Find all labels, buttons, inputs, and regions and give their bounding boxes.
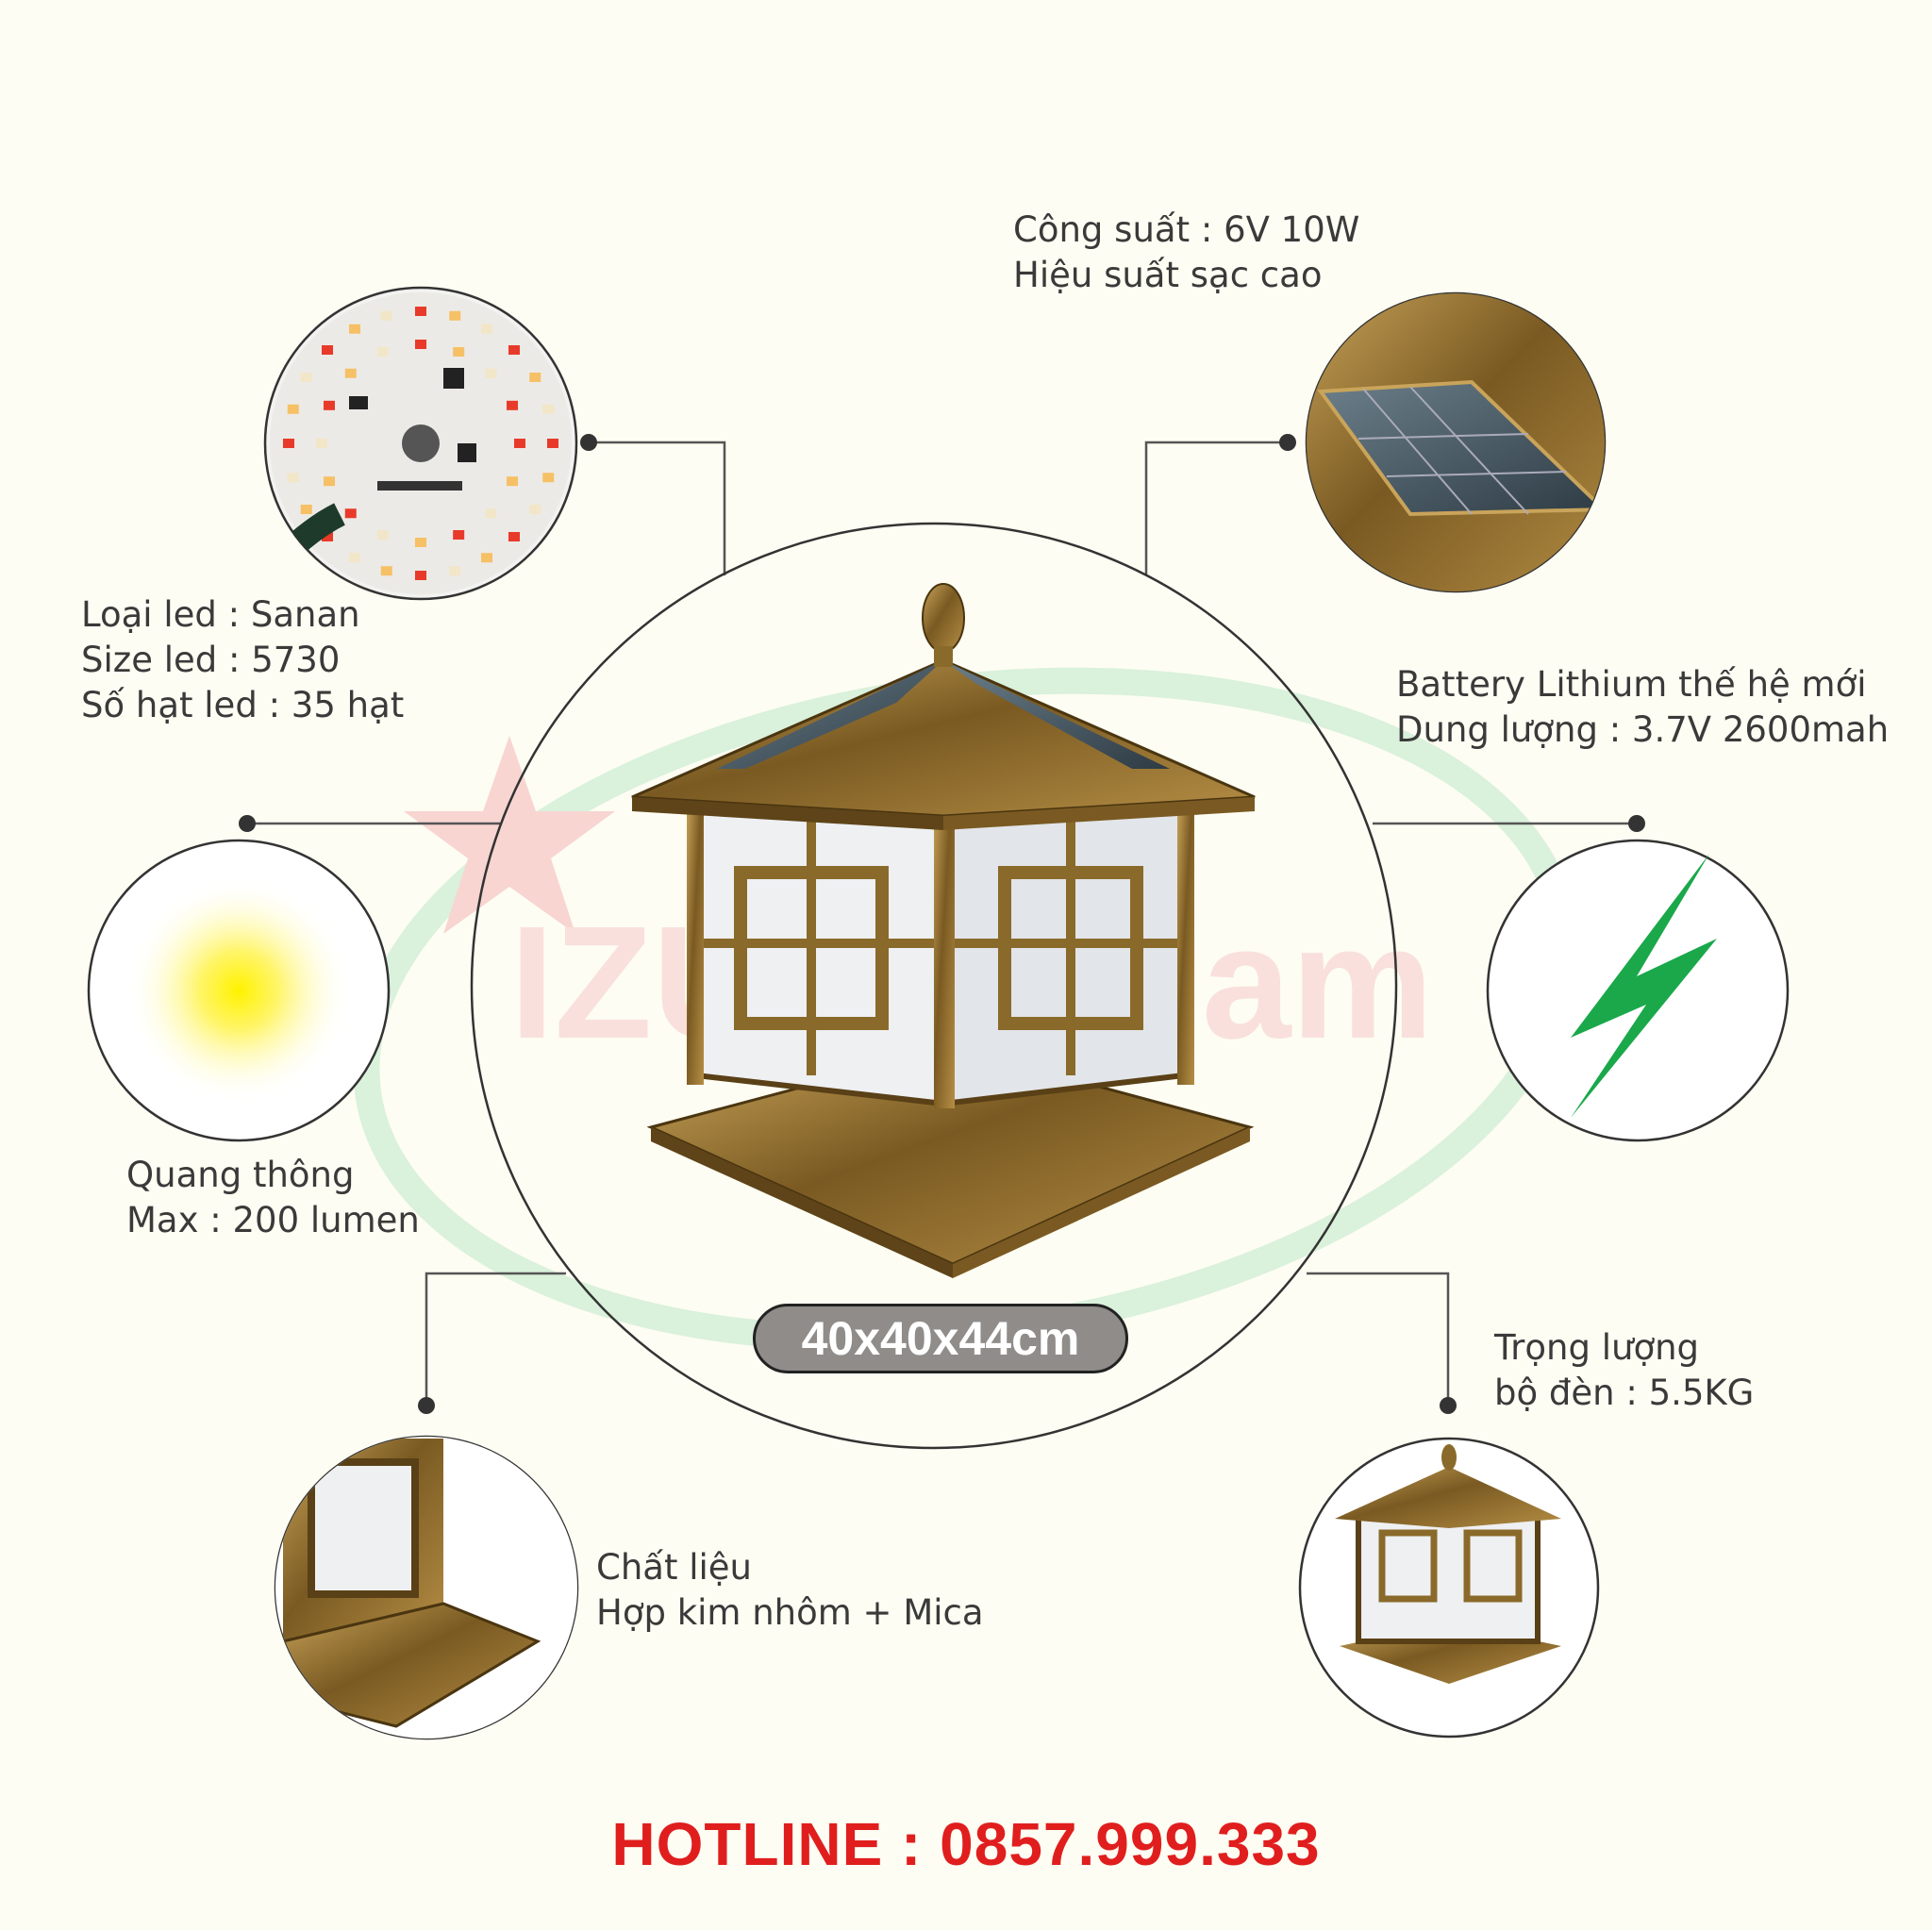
spec-lumen-line2: Max : 200 lumen — [126, 1200, 420, 1240]
led-chip — [322, 345, 334, 356]
led-chip — [300, 505, 312, 514]
led-chip — [287, 473, 299, 483]
led-chip — [380, 310, 392, 321]
led-chip — [453, 346, 465, 357]
led-chip — [415, 538, 426, 547]
led-board-circle — [263, 286, 578, 601]
led-chip — [508, 345, 520, 356]
led-chip — [344, 368, 357, 378]
led-chip — [481, 324, 492, 334]
led-chip — [344, 508, 357, 519]
spec-led-line1: Loại led : Sanan — [81, 594, 360, 635]
led-chip — [514, 439, 525, 448]
led-chip — [453, 530, 465, 541]
led-chip — [529, 505, 541, 514]
led-chip — [481, 553, 492, 563]
main-product-circle — [470, 522, 1398, 1450]
spec-material-line1: Chất liệu — [596, 1547, 753, 1588]
solar-lamp-main — [631, 583, 1256, 1278]
led-chip — [316, 439, 327, 448]
led-chip — [507, 476, 519, 487]
led-chip — [376, 346, 389, 357]
led-chip — [380, 566, 392, 576]
led-chip — [287, 404, 299, 414]
spec-battery-line2: Dung lượng : 3.7V 2600mah — [1396, 709, 1890, 750]
spec-battery-line1: Battery Lithium thế hệ mới — [1396, 664, 1867, 705]
led-chip — [507, 400, 519, 410]
spec-power-line1: Công suất : 6V 10W — [1013, 209, 1360, 250]
led-chip — [542, 473, 555, 483]
led-chip — [323, 476, 335, 487]
spec-power: Công suất : 6V 10W Hiệu suất sạc cao — [1013, 208, 1359, 298]
lamp-small-icon — [1335, 1444, 1561, 1684]
led-chip — [547, 439, 558, 448]
solar-panel-circle — [1305, 291, 1607, 593]
led-chip — [349, 553, 360, 563]
led-chip — [508, 531, 520, 541]
spec-led-line2: Size led : 5730 — [81, 640, 341, 680]
lamp-base-detail-icon — [275, 1437, 577, 1739]
led-chip — [449, 310, 461, 321]
led-chip — [283, 439, 294, 448]
led-circuit-board-icon — [270, 292, 572, 594]
spec-lumen-line1: Quang thông — [126, 1155, 355, 1195]
spec-weight-line2: bộ đèn : 5.5KG — [1494, 1373, 1755, 1413]
led-chip — [415, 340, 426, 349]
hotline-text[interactable]: HOTLINE : 0857.999.333 — [611, 1810, 1321, 1878]
connector-dots — [239, 434, 1645, 1414]
spec-material: Chất liệu Hợp kim nhôm + Mica — [596, 1545, 984, 1636]
led-chip — [323, 400, 335, 410]
spec-weight-line1: Trọng lượng — [1494, 1327, 1700, 1368]
led-chip — [376, 530, 389, 541]
led-chip — [449, 566, 461, 576]
led-chip — [415, 307, 426, 316]
spec-battery: Battery Lithium thế hệ mới Dung lượng : … — [1396, 662, 1889, 753]
spec-power-line2: Hiệu suất sạc cao — [1013, 255, 1323, 295]
small-lamp-circle — [1298, 1437, 1600, 1739]
led-chip — [485, 368, 497, 378]
spec-led: Loại led : Sanan Size led : 5730 Số hạt … — [81, 592, 404, 728]
spec-material-line2: Hợp kim nhôm + Mica — [596, 1592, 984, 1633]
lightning-bolt-icon — [1571, 854, 1717, 1118]
led-chip — [415, 571, 426, 580]
light-glow-icon — [125, 877, 352, 1104]
led-chip — [349, 324, 360, 334]
led-chip — [300, 373, 312, 382]
base-detail-circle — [274, 1435, 579, 1740]
spec-led-line3: Số hạt led : 35 hạt — [81, 685, 405, 725]
led-chip — [485, 508, 497, 519]
lightning-circle — [1486, 839, 1790, 1142]
led-chip — [542, 404, 555, 414]
led-chip — [322, 531, 334, 541]
connector-lines — [247, 441, 1637, 1406]
led-chip — [529, 373, 541, 382]
light-glow-circle — [87, 839, 391, 1142]
solar-panel-icon — [1307, 293, 1605, 591]
dimension-badge: 40x40x44cm — [753, 1304, 1128, 1373]
spec-weight: Trọng lượng bộ đèn : 5.5KG — [1494, 1325, 1754, 1416]
spec-lumen: Quang thông Max : 200 lumen — [126, 1153, 420, 1243]
